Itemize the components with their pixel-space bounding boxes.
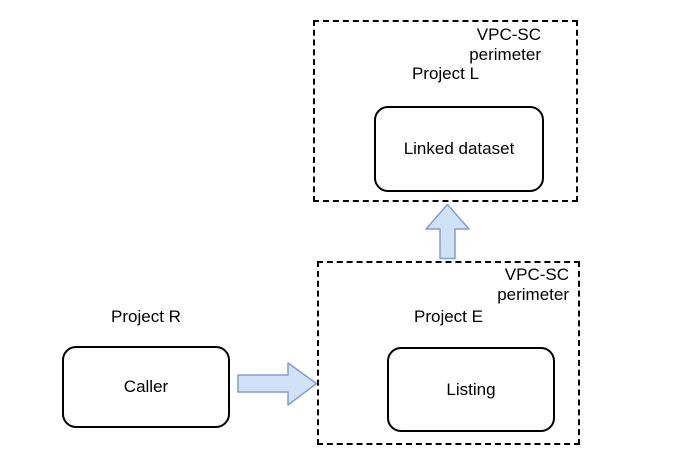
project-l-label: Project L: [411, 64, 480, 83]
right-arrow-icon: [237, 362, 318, 406]
project-e-label: Project E: [414, 307, 483, 326]
vpc-sc-perimeter-bottom-label: VPC-SC perimeter: [497, 265, 569, 304]
listing-node: Listing: [387, 347, 555, 432]
listing-node-label: Listing: [446, 379, 496, 399]
caller-node-label: Caller: [123, 377, 169, 396]
linked-dataset-node-label: Linked dataset: [403, 139, 515, 158]
linked-dataset-node: Linked dataset: [374, 106, 544, 192]
caller-to-listing-arrow: [237, 362, 318, 406]
vpc-sc-perimeter-bottom: VPC-SC perimeter Project E Listing: [317, 261, 580, 445]
caller-node: Caller: [62, 346, 230, 428]
up-arrow-icon: [425, 203, 470, 260]
vpc-sc-perimeter-top: VPC-SC perimeter Project L Linked datase…: [313, 20, 578, 202]
listing-to-linked-dataset-arrow: [425, 203, 470, 260]
project-r-label: Project R: [111, 307, 181, 326]
vpc-sc-perimeter-top-label: VPC-SC perimeter: [469, 25, 541, 64]
